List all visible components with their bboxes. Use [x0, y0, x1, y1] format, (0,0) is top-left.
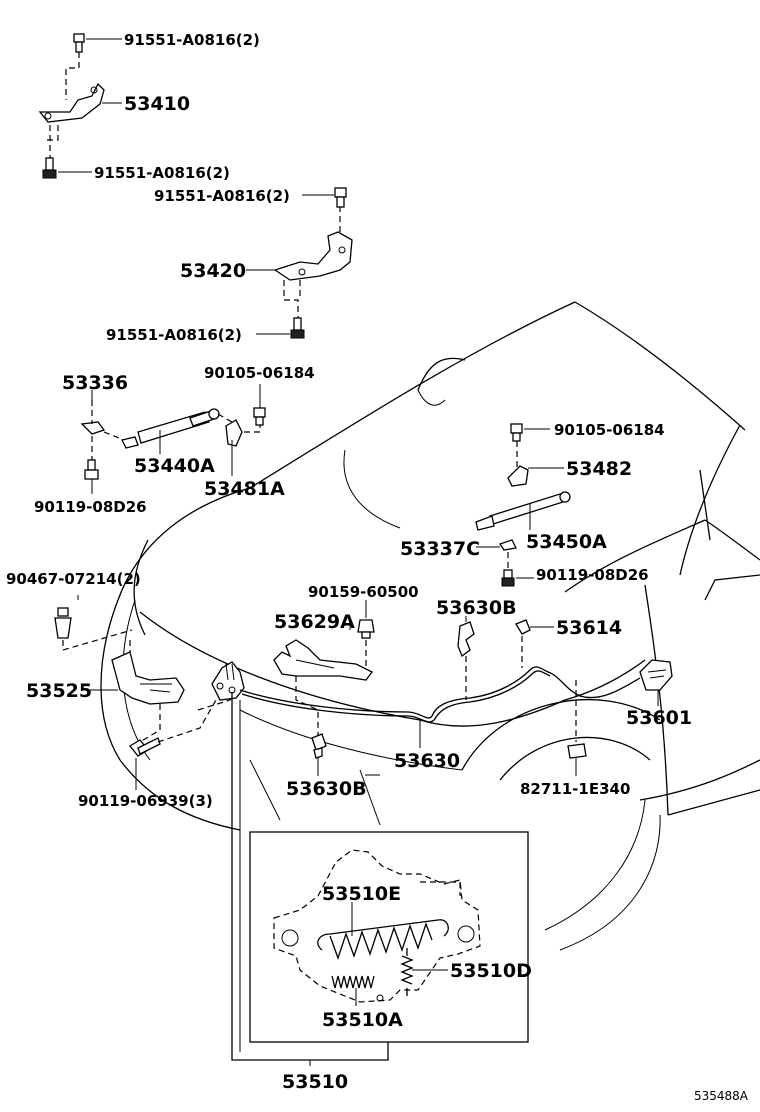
bolt-icon	[334, 187, 347, 208]
label-clip-fender: 82711-1E340	[520, 780, 630, 798]
bolt-icon	[253, 407, 266, 426]
label-bolt-lh-lower: 91551-A0816(2)	[94, 164, 230, 182]
label-spring-a: 53510A	[322, 1009, 403, 1031]
diagram-code: 535488A	[694, 1089, 749, 1103]
label-support-rh: 53450A	[526, 531, 607, 553]
label-bolt-stay-lh-lower: 90119-08D26	[34, 498, 147, 516]
bolt-icon	[84, 459, 99, 480]
clamp-icon	[457, 621, 475, 700]
label-stay-lh: 53336	[62, 372, 128, 394]
leader-lines	[58, 38, 659, 1066]
label-bracket-rh: 53482	[566, 458, 632, 480]
label-bolt-rh-lower: 91551-A0816(2)	[106, 326, 242, 344]
label-bolt-rh-upper: 91551-A0816(2)	[154, 187, 290, 205]
label-lever-sub: 53629A	[274, 611, 355, 633]
clamp-icon	[515, 619, 531, 668]
label-bolt-stay-rh-upper: 90105-06184	[554, 421, 665, 439]
label-clamp-upper: 53630B	[436, 597, 517, 619]
lever-bracket	[273, 639, 373, 736]
bolt-icon	[129, 699, 217, 757]
label-lock-assy: 53525	[26, 680, 92, 702]
release-cable	[239, 666, 641, 723]
bolt-icon	[290, 317, 305, 339]
label-spring-e: 53510E	[322, 883, 401, 905]
hinge-lh	[38, 52, 105, 160]
clip-icon	[54, 607, 133, 651]
label-clamp-rh: 53614	[556, 617, 622, 639]
bolt-icon	[73, 33, 85, 53]
hood-support-lh	[80, 400, 261, 460]
hood-lock	[211, 661, 245, 701]
clamp-icon	[311, 733, 327, 759]
label-spring-d: 53510D	[450, 960, 532, 982]
label-stay-rh: 53337C	[400, 538, 480, 560]
label-handle: 53601	[626, 707, 692, 729]
part-labels: 91551-A0816(2) 53410 91551-A0816(2) 9155…	[6, 31, 749, 1103]
label-bolt-stay-rh-lower: 90119-08D26	[536, 566, 649, 584]
label-support-lh: 53440A	[134, 455, 215, 477]
label-bracket-lh: 53481A	[204, 478, 285, 500]
clip-icon	[357, 619, 375, 668]
label-cable: 53630	[394, 750, 460, 772]
label-bolt-stay-lh: 90105-06184	[204, 364, 315, 382]
vehicle-outline	[100, 301, 760, 951]
label-hinge-rh: 53420	[180, 260, 246, 282]
label-hinge-lh: 53410	[124, 93, 190, 115]
label-clamp-lower: 53630B	[286, 778, 367, 800]
clip-icon	[567, 680, 587, 759]
label-bolt-lock: 90119-06939(3)	[78, 792, 213, 810]
label-lock-main: 53510	[282, 1071, 348, 1093]
bolt-icon	[42, 157, 57, 179]
label-bolt-top: 91551-A0816(2)	[124, 31, 260, 49]
hinge-rh	[273, 206, 353, 320]
hood-support-rh	[475, 423, 571, 587]
release-handle	[639, 659, 673, 691]
label-clip-cushion: 90467-07214(2)	[6, 570, 141, 588]
label-clip-front: 90159-60500	[308, 583, 419, 601]
detail-box	[249, 831, 529, 1043]
